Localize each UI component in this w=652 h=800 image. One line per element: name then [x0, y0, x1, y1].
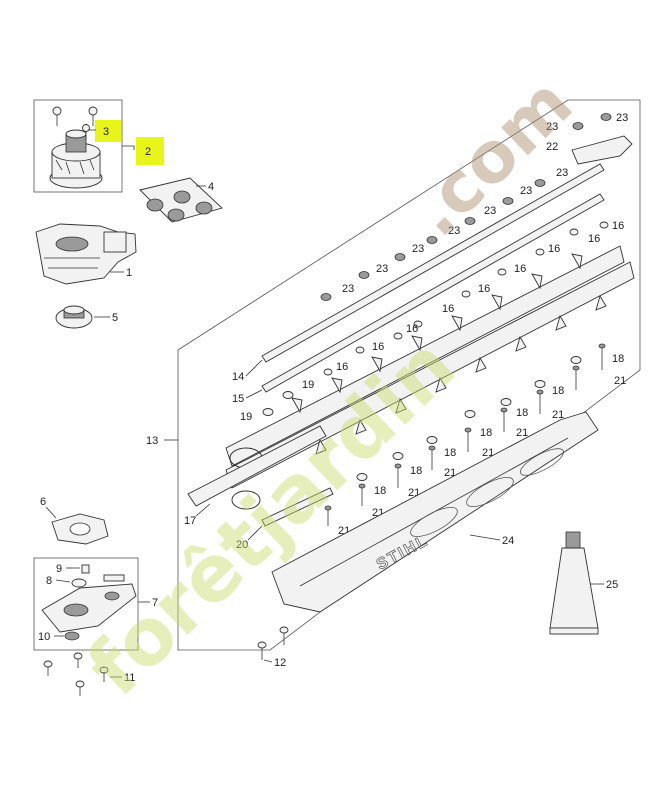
callout-23: 23: [616, 112, 628, 124]
callout-16: 16: [548, 243, 560, 255]
callout-16: 16: [588, 233, 600, 245]
callout-23: 23: [556, 167, 568, 179]
drive-nut-illustration: [55, 305, 93, 329]
callout-13: 13: [146, 435, 158, 447]
callout-12: 12: [274, 657, 286, 669]
callout-25: 25: [606, 579, 618, 591]
bushings-illustration: [139, 177, 223, 223]
callout-23: 23: [448, 225, 460, 237]
callout-14: 14: [232, 371, 244, 383]
washer-icon: [356, 356, 582, 481]
screw-icon: [64, 564, 90, 641]
cover-plate-illustration: [41, 574, 137, 633]
callout-18: 18: [480, 427, 492, 439]
callout-19: 19: [302, 379, 314, 391]
callout-3-highlight: [95, 120, 121, 142]
cover-plate-inset-box: [33, 557, 139, 651]
callout-2: 2: [145, 146, 151, 158]
callout-1: 1: [126, 267, 132, 279]
callout-17: 17: [184, 515, 196, 527]
callout-18: 18: [410, 465, 422, 477]
callout-22: 22: [546, 141, 558, 153]
callout-4: 4: [208, 181, 214, 193]
callout-9: 9: [56, 563, 62, 575]
callout-18: 18: [612, 353, 624, 365]
callout-21: 21: [516, 427, 528, 439]
callout-18: 18: [444, 447, 456, 459]
screw-icon: [52, 106, 98, 140]
bolt-icon: [324, 343, 606, 526]
guide-strip: [261, 487, 334, 527]
callout-23: 23: [376, 263, 388, 275]
callout-11: 11: [124, 672, 135, 684]
callout-16: 16: [514, 263, 526, 275]
callout-6: 6: [40, 496, 46, 508]
grease-tube: [549, 531, 599, 635]
callout-16: 16: [478, 283, 490, 295]
gear-housing-illustration: [35, 223, 137, 285]
callout-16: 16: [372, 341, 384, 353]
callout-19: 19: [240, 411, 252, 423]
spacer-plate: [187, 425, 327, 507]
end-cap: [571, 135, 633, 165]
guide-bar-upper: [261, 163, 605, 393]
callout-16: 16: [336, 361, 348, 373]
callout-23: 23: [412, 243, 424, 255]
callout-23: 23: [520, 185, 532, 197]
washer-icon: [323, 221, 609, 376]
callout-23: 23: [484, 205, 496, 217]
callout-8: 8: [46, 575, 52, 587]
callout-18: 18: [552, 385, 564, 397]
callout-5: 5: [112, 312, 118, 324]
blade-assembly-frame: [177, 99, 641, 651]
callout-21: 21: [614, 375, 626, 387]
callout-23: 23: [342, 283, 354, 295]
callout-16: 16: [442, 303, 454, 315]
callout-2-highlight: [136, 137, 164, 165]
callout-23: 23: [546, 121, 558, 133]
gasket-illustration: [51, 513, 109, 545]
washer-icon: [282, 391, 294, 399]
washer-icon: [262, 408, 274, 416]
callout-18: 18: [374, 485, 386, 497]
callout-3: 3: [103, 126, 109, 138]
nut-icon: [320, 113, 612, 301]
callout-20: 20: [236, 539, 248, 551]
callout-15: 15: [232, 393, 244, 405]
callout-24: 24: [502, 535, 514, 547]
callout-10: 10: [38, 631, 50, 643]
callout-7: 7: [152, 597, 158, 609]
screw-icon: [43, 652, 109, 696]
bolt-icon: [257, 626, 289, 660]
callout-18: 18: [516, 407, 528, 419]
callout-16: 16: [406, 323, 418, 335]
callout-16: 16: [612, 220, 624, 232]
callout-21: 21: [552, 409, 564, 421]
gearbox-illustration: [49, 129, 103, 189]
blade-end-ring: [231, 490, 261, 510]
